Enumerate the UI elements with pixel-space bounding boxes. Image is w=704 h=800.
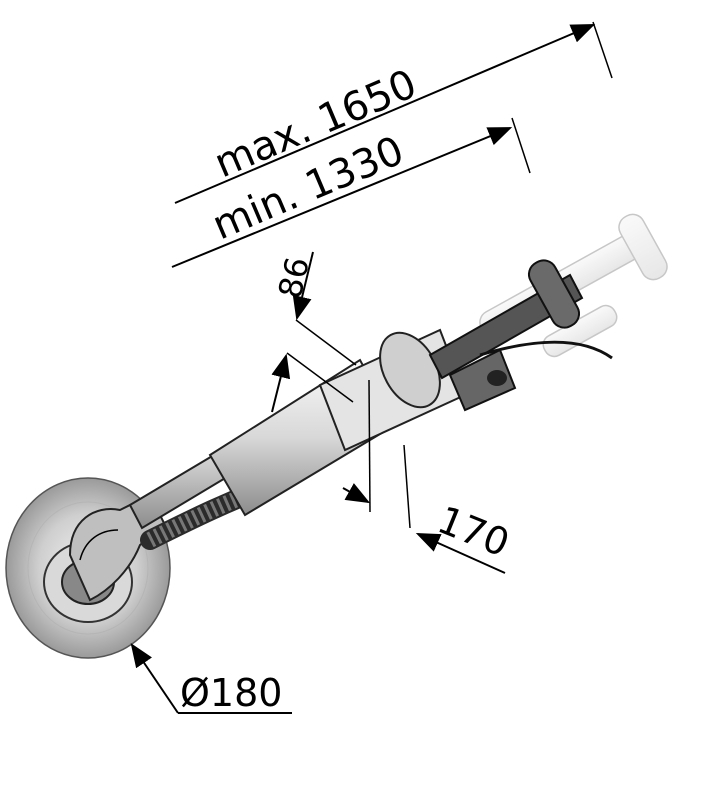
handle: [428, 259, 584, 412]
dimension-diameter-label: Ø180: [180, 671, 282, 715]
dimension-height-label: 86: [271, 254, 317, 302]
dimension-disc-diameter: Ø180: [130, 643, 292, 715]
dimension-head-height: 86: [271, 251, 357, 413]
dimension-width-label: 170: [432, 498, 516, 566]
power-cable: [479, 340, 613, 360]
